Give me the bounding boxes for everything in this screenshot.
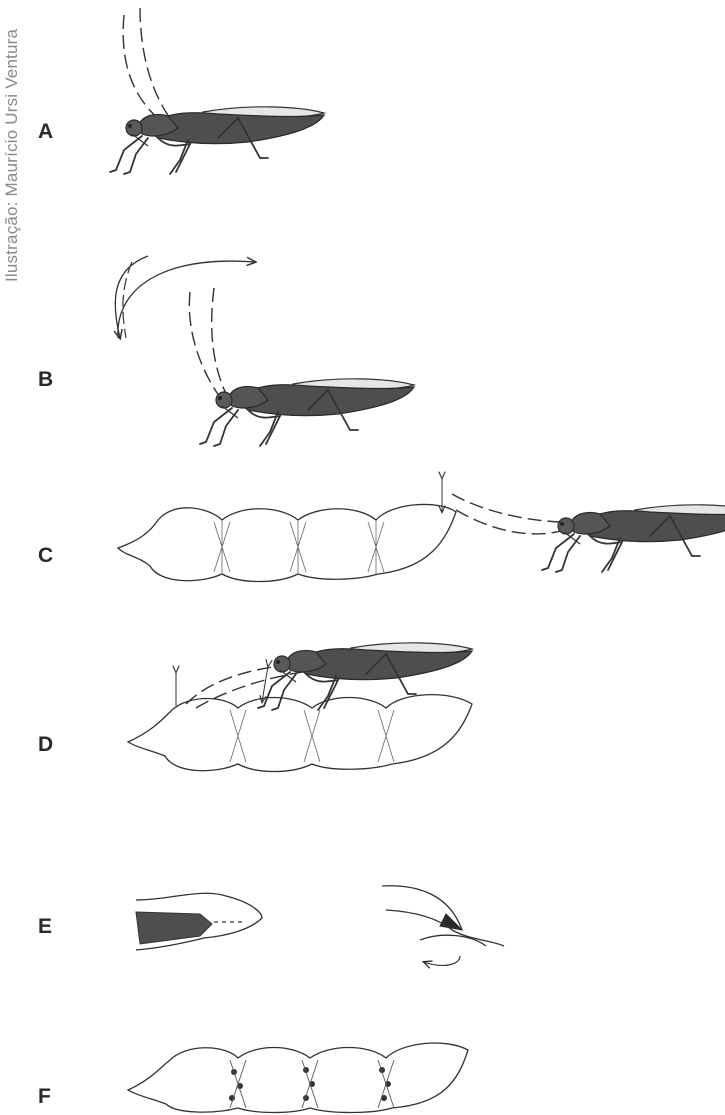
panel-e-feeding-detail bbox=[382, 886, 504, 966]
panel-f-pod bbox=[128, 1043, 468, 1112]
panel-c-insect bbox=[452, 494, 725, 572]
panel-a-insect bbox=[110, 8, 324, 174]
panel-b-insect bbox=[115, 256, 414, 446]
panel-e-seed-detail bbox=[136, 893, 262, 950]
panel-c-pod bbox=[118, 478, 456, 582]
panel-d-pod bbox=[128, 666, 472, 772]
